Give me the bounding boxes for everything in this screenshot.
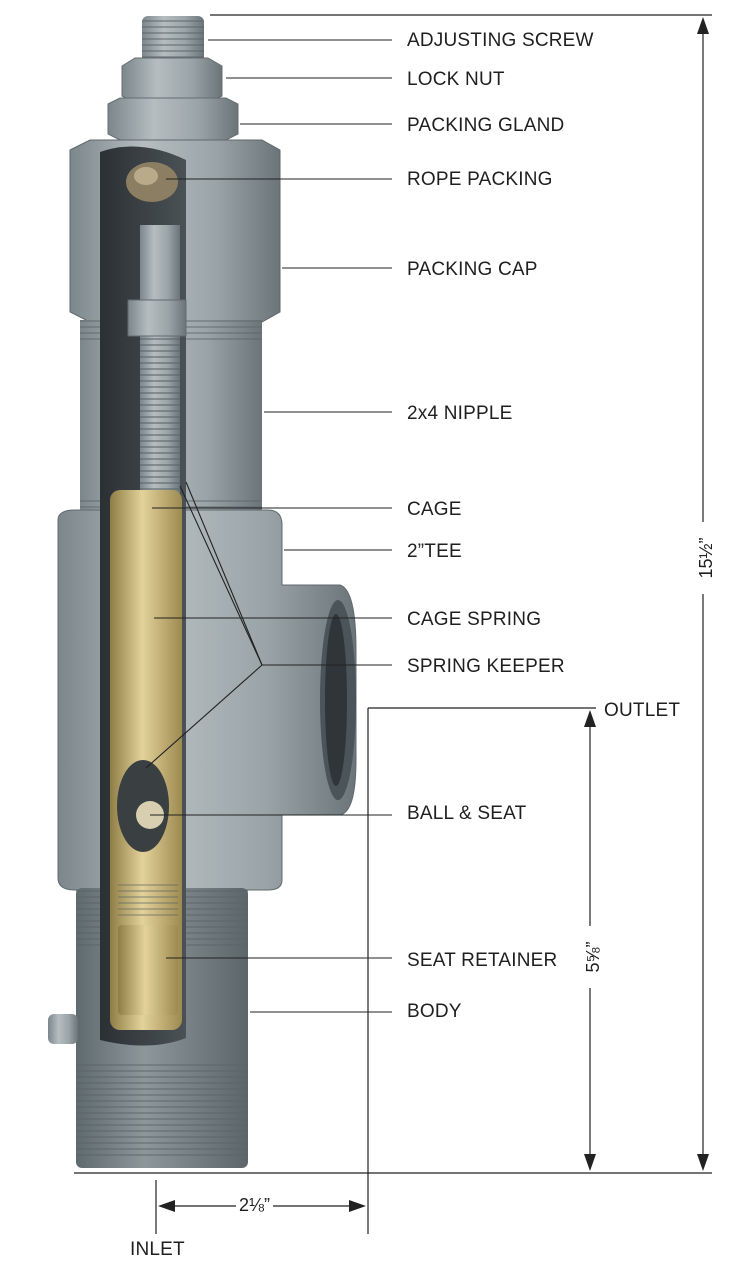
dim-overall-height: 15½”: [696, 522, 716, 594]
lock-nut-shape: [121, 57, 223, 103]
label-rope-packing: ROPE PACKING: [407, 169, 553, 190]
label-body: BODY: [407, 1001, 462, 1022]
label-outlet: OUTLET: [604, 700, 681, 721]
label-ball-seat: BALL & SEAT: [407, 803, 527, 824]
label-inlet: INLET: [130, 1239, 185, 1260]
label-tee: 2”TEE: [407, 541, 462, 562]
label-lock-nut: LOCK NUT: [407, 69, 505, 90]
dim-outlet-height: 5⅝”: [583, 926, 603, 988]
label-packing-gland: PACKING GLAND: [407, 115, 565, 136]
label-seat-retainer: SEAT RETAINER: [407, 950, 558, 971]
dimension-lines: [74, 14, 712, 1234]
valve-illustration: [48, 16, 357, 1168]
dim-inlet-to-outlet: 2⅛”: [236, 1196, 274, 1214]
label-nipple: 2x4 NIPPLE: [407, 403, 513, 424]
packing-gland-shape: [107, 97, 239, 141]
label-spring-keeper: SPRING KEEPER: [407, 656, 565, 677]
side-pin-shape: [48, 1014, 78, 1044]
label-cage: CAGE: [407, 499, 462, 520]
label-adjusting-screw: ADJUSTING SCREW: [407, 30, 594, 51]
seat-retainer-shape: [118, 925, 178, 1015]
label-cage-spring: CAGE SPRING: [407, 609, 542, 630]
label-packing-cap: PACKING CAP: [407, 259, 538, 280]
